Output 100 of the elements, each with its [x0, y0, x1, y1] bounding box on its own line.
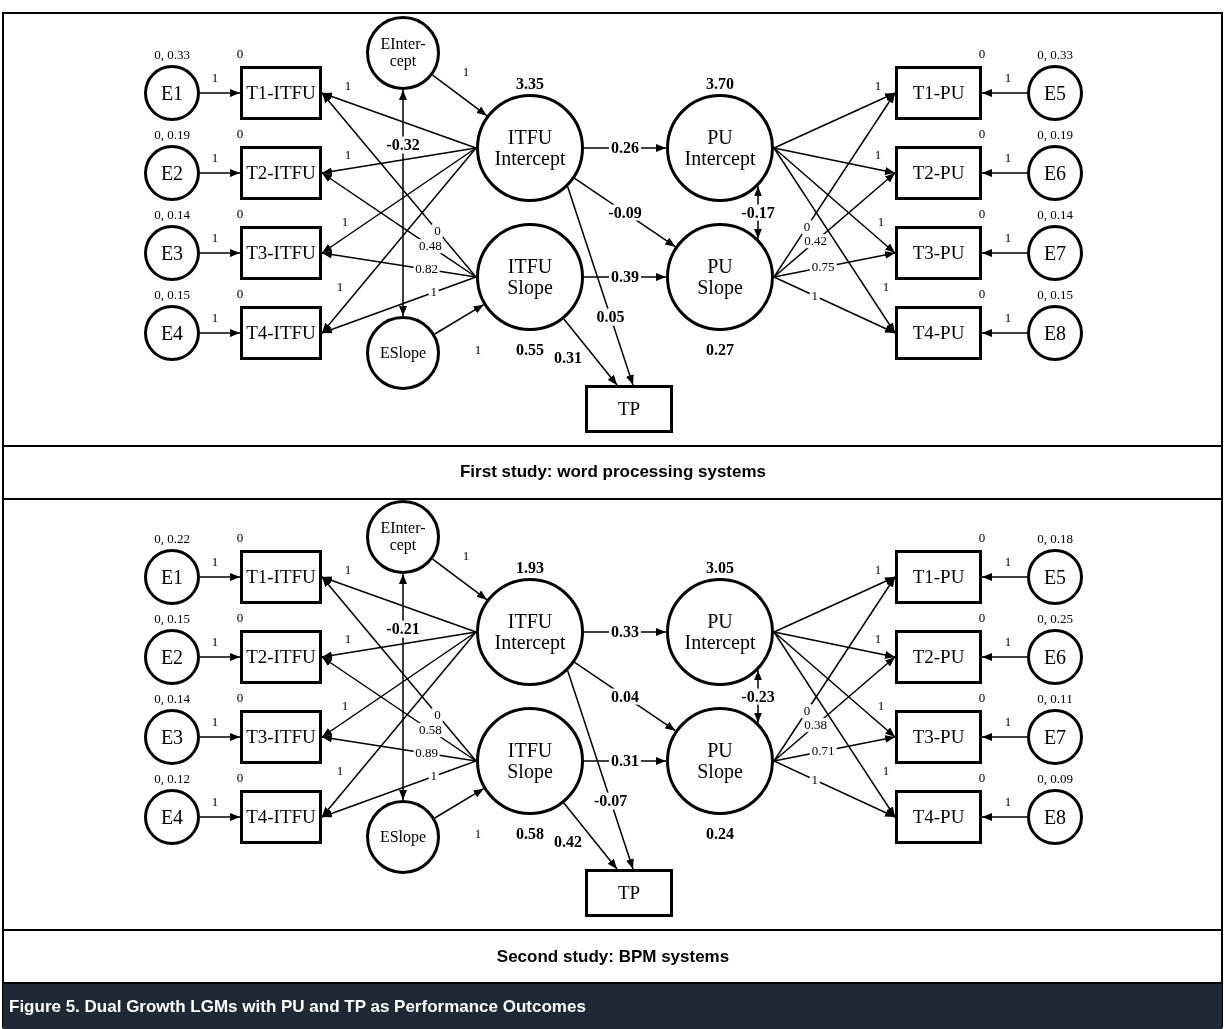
edge-label: -0.23	[739, 688, 777, 705]
arrow	[321, 147, 477, 334]
indicator-box	[895, 66, 982, 120]
intercept-label: 0	[978, 47, 986, 61]
edge-label: 1	[344, 79, 352, 93]
edge-label: 1	[211, 795, 219, 809]
node-label: E4	[160, 322, 184, 344]
indicator-box	[240, 226, 322, 280]
edge-label: 1	[211, 231, 219, 245]
node-label: PU Slope	[697, 740, 743, 782]
arrow	[321, 760, 477, 818]
variance-label: 0, 0.33	[154, 48, 190, 62]
edge-label: 1	[462, 65, 470, 79]
edge-label: 1	[211, 555, 219, 569]
edge-label: 1	[474, 343, 482, 357]
node-label: T4-PU	[912, 323, 965, 343]
figure-caption: Figure 5. Dual Growth LGMs with PU and TP as Performance Outcomes	[9, 996, 586, 1017]
arrow	[981, 813, 1028, 821]
node-label: T2-ITFU	[246, 647, 316, 667]
arrow	[981, 573, 1028, 581]
error-circle	[1027, 709, 1083, 765]
section-caption: First study: word processing systems	[459, 462, 767, 482]
node-label: E5	[1043, 82, 1067, 104]
error-circle	[144, 629, 200, 685]
node-label: E2	[160, 162, 184, 184]
node-label: E7	[1043, 726, 1067, 748]
node-label: E5	[1043, 566, 1067, 588]
outcome-box	[585, 385, 673, 433]
arrow	[773, 576, 896, 633]
edge-label: 1	[211, 311, 219, 325]
edge-label: 1	[809, 773, 821, 787]
error-circle	[1027, 789, 1083, 845]
arrow	[773, 576, 896, 762]
error-circle	[144, 709, 200, 765]
arrow	[981, 249, 1028, 257]
edge-label: 0.48	[417, 239, 444, 254]
node-label: PU Intercept	[684, 611, 756, 653]
edge-label: 1	[1004, 151, 1012, 165]
variance-label: 0, 0.09	[1037, 772, 1073, 786]
arrow	[321, 92, 477, 278]
node-label: E1	[160, 566, 184, 588]
node-label: E3	[160, 726, 184, 748]
arrow	[321, 147, 477, 254]
variance-label: 0, 0.19	[1037, 128, 1073, 142]
edge-label: 1	[1004, 635, 1012, 649]
variance-label: 0, 0.12	[154, 772, 190, 786]
error-circle	[366, 800, 440, 874]
indicator-box	[895, 306, 982, 360]
edge-label: 1	[877, 215, 885, 229]
node-label: T4-ITFU	[246, 323, 316, 343]
arrow	[981, 733, 1028, 741]
edge-label: -0.07	[591, 792, 630, 810]
variance-label: 0, 0.18	[1037, 532, 1073, 546]
edge-label: 0.38	[802, 718, 830, 732]
arrow	[981, 653, 1028, 661]
edge-label: 1	[874, 632, 882, 646]
arrow	[434, 788, 485, 819]
mean-label: 3.35	[516, 75, 544, 93]
arrow	[199, 89, 241, 97]
arrow	[563, 318, 618, 386]
intercept-label: 0	[236, 207, 244, 221]
error-circle	[1027, 65, 1083, 121]
node-label: ITFU Intercept	[494, 611, 566, 653]
edge-label: 1	[462, 549, 470, 563]
arrow	[773, 631, 896, 659]
node-label: E3	[160, 242, 184, 264]
outcome-box	[585, 869, 673, 917]
edge-label: 0.05	[594, 308, 627, 326]
variance-label: 0, 0.14	[154, 692, 190, 706]
arrow	[199, 733, 241, 741]
indicator-box	[240, 630, 322, 684]
intercept-label: 0	[236, 531, 244, 545]
indicator-box	[240, 66, 322, 120]
arrow	[199, 329, 241, 337]
edge-label: -0.17	[739, 204, 777, 221]
variance-label: 0, 0.15	[154, 288, 190, 302]
intercept-label: 0	[978, 611, 986, 625]
error-circle	[1027, 629, 1083, 685]
node-label: T4-PU	[912, 807, 965, 827]
node-label: ESlope	[379, 344, 427, 362]
edge-label: 0.04	[609, 688, 641, 705]
intercept-label: 0	[978, 691, 986, 705]
arrow	[773, 276, 896, 334]
edge-label: 1	[1004, 555, 1012, 569]
intercept-label: 0	[978, 207, 986, 221]
arrow	[773, 147, 896, 175]
node-label: EInter-cept	[380, 36, 426, 70]
indicator-box	[240, 710, 322, 764]
indicator-box	[895, 710, 982, 764]
arrow	[199, 169, 241, 177]
arrow	[431, 74, 488, 117]
mean-label: 0.24	[706, 825, 734, 843]
edge-label: 0.31	[554, 349, 582, 367]
edge-label: 0	[432, 224, 443, 238]
edge-label: 1	[874, 563, 882, 577]
intercept-label: 0	[236, 691, 244, 705]
edge-label: 1	[344, 148, 352, 162]
node-label: T2-ITFU	[246, 163, 316, 183]
variance-label: 0, 0.15	[1037, 288, 1073, 302]
node-label: E2	[160, 646, 184, 668]
